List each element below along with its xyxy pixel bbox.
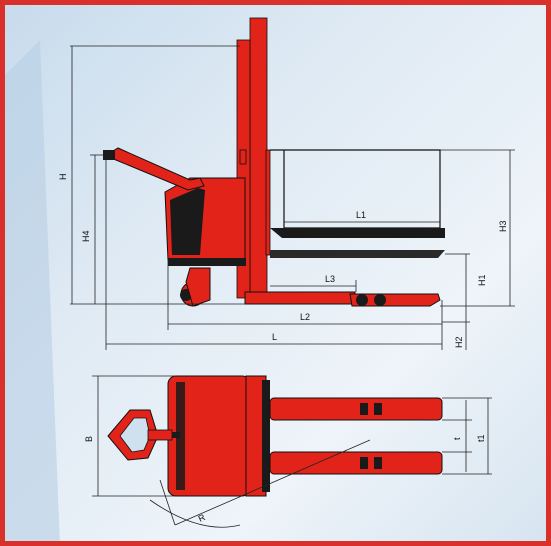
label-H2: H2 bbox=[454, 336, 464, 348]
top-tiller-shaft bbox=[147, 429, 173, 441]
dimension-labels: H H4 L1 L3 L2 L H1 H2 H3 B R t t1 bbox=[58, 174, 508, 524]
tiller-arm bbox=[103, 147, 205, 191]
side-dimension-lines bbox=[70, 45, 515, 350]
fork-slot-2 bbox=[374, 403, 382, 415]
top-tiller-joint bbox=[172, 432, 180, 438]
body-base bbox=[168, 258, 246, 266]
label-L: L bbox=[272, 332, 277, 342]
label-B: B bbox=[84, 436, 94, 442]
label-t: t bbox=[452, 437, 462, 440]
label-H1: H1 bbox=[477, 274, 487, 286]
label-t1: t1 bbox=[476, 434, 486, 442]
load-wheel-1 bbox=[356, 294, 368, 306]
label-L1: L1 bbox=[356, 210, 366, 220]
label-H: H bbox=[58, 174, 68, 181]
leg-tip bbox=[349, 293, 441, 307]
lower-fork bbox=[270, 250, 445, 258]
mast bbox=[249, 17, 268, 299]
label-L2: L2 bbox=[300, 312, 310, 322]
top-dimension-lines bbox=[92, 375, 492, 528]
tiller-handle bbox=[103, 150, 115, 160]
top-fork-upper bbox=[269, 397, 443, 421]
top-view bbox=[107, 375, 443, 497]
top-fork-lower bbox=[269, 451, 443, 475]
label-H3: H3 bbox=[498, 220, 508, 232]
base-leg bbox=[244, 291, 356, 305]
label-R: R bbox=[197, 512, 208, 524]
drive-housing bbox=[185, 267, 211, 307]
fork-slot-4 bbox=[374, 457, 382, 469]
fork-slot-1 bbox=[360, 403, 368, 415]
fork-slot-3 bbox=[360, 457, 368, 469]
carriage bbox=[265, 149, 271, 256]
load-wheel-2 bbox=[374, 294, 386, 306]
side-view bbox=[103, 17, 445, 307]
label-H4: H4 bbox=[81, 230, 91, 242]
top-carriage bbox=[262, 380, 270, 492]
label-L3: L3 bbox=[325, 274, 335, 284]
lifted-fork bbox=[270, 228, 445, 238]
body-panel bbox=[170, 188, 205, 255]
top-body-cover bbox=[185, 382, 215, 490]
bg-stripe bbox=[0, 40, 60, 546]
mast-bracket bbox=[239, 149, 247, 165]
